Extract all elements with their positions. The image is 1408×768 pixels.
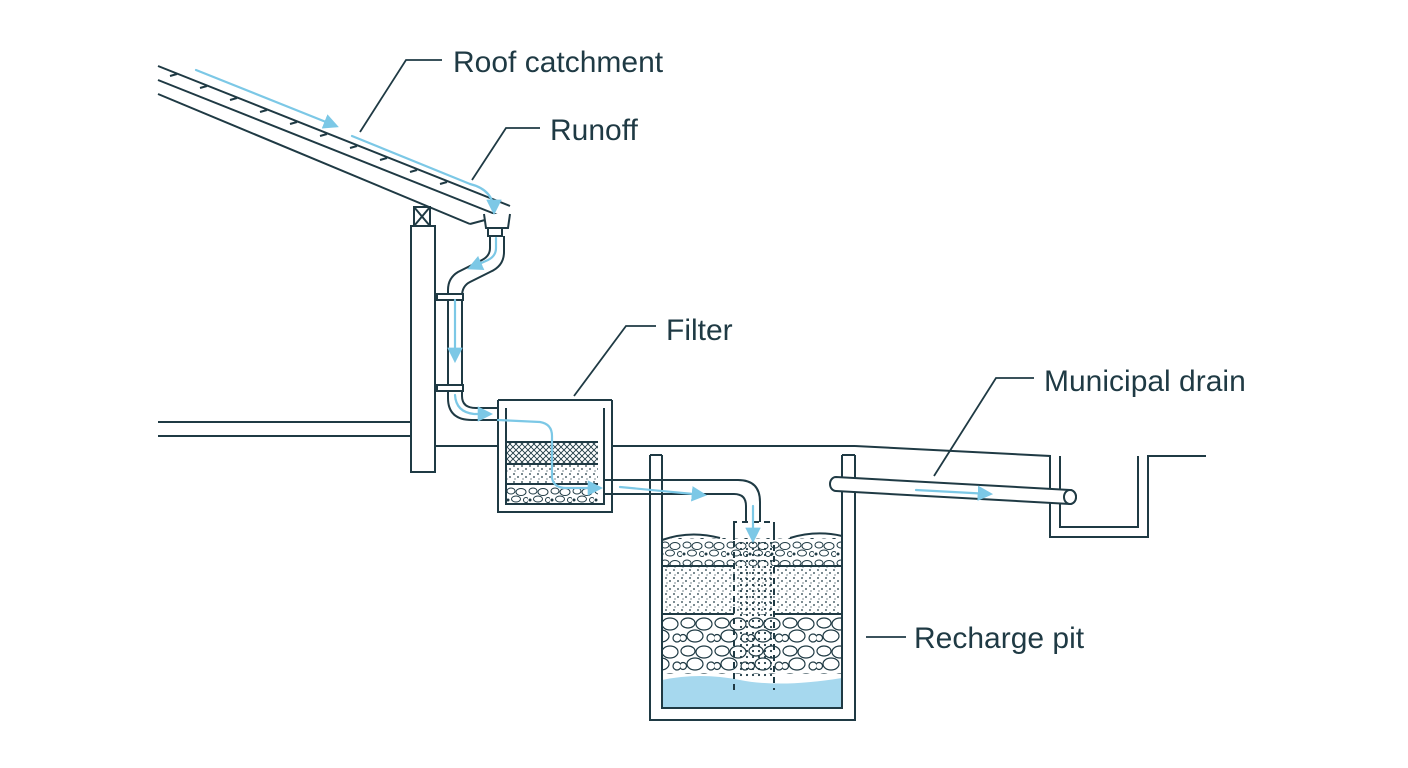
label-municipal-drain: Municipal drain: [1044, 365, 1246, 398]
label-filter: Filter: [666, 314, 733, 347]
leader-lines: [359, 59, 1034, 638]
flow-arrows: [194, 68, 994, 544]
connecting-pipe: [604, 479, 761, 522]
filter-box: [497, 399, 613, 513]
house-wall: [410, 206, 436, 473]
overflow-pipe: [829, 475, 1077, 506]
label-roof-catchment: Roof catchment: [453, 46, 664, 79]
perforated-shaft: [733, 521, 775, 690]
label-runoff: Runoff: [550, 114, 639, 147]
roof: [157, 65, 511, 225]
roof-tiles: [169, 73, 448, 185]
gutter-and-downpipe: [436, 213, 511, 421]
label-recharge-pit: Recharge pit: [914, 622, 1085, 655]
ground: [158, 421, 1206, 538]
